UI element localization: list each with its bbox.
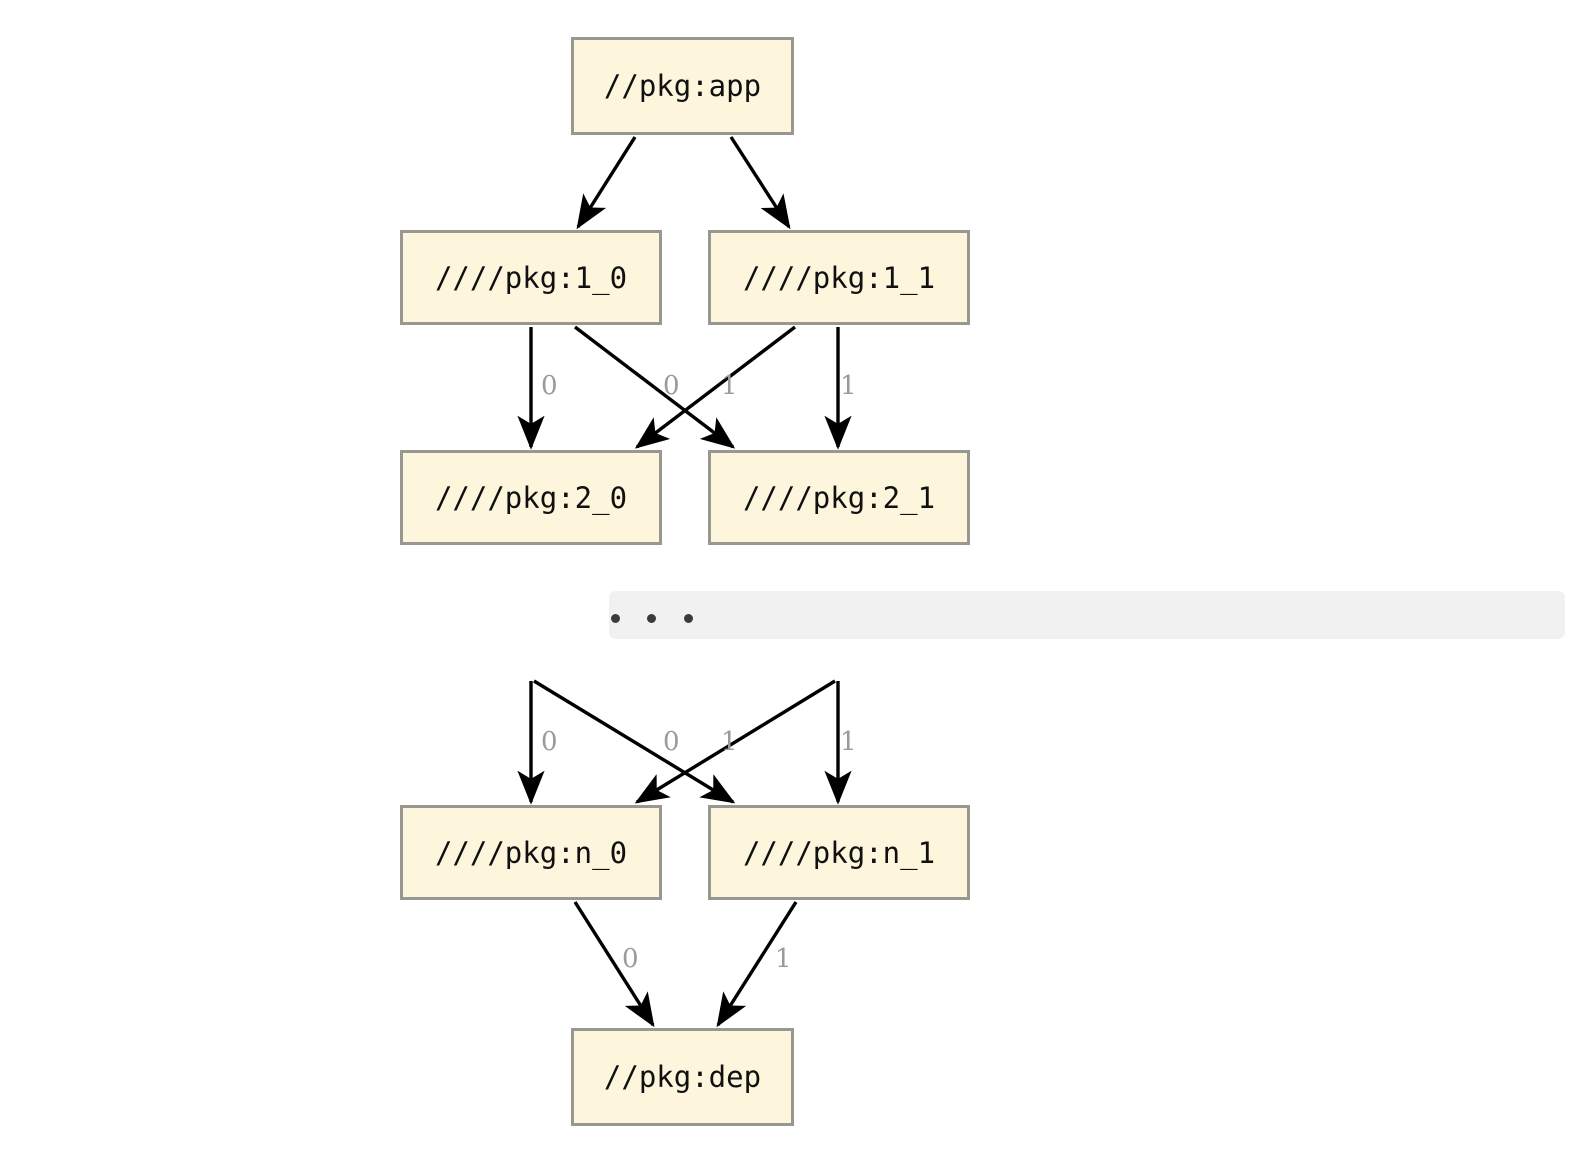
ellipsis-dot-3 bbox=[684, 614, 693, 623]
edge-1_1-to-2_0 bbox=[634, 325, 797, 449]
edge-dots-to-n_1 bbox=[533, 679, 736, 804]
node-label: //pkg:app bbox=[603, 69, 762, 103]
node-label: ////pkg:1_1 bbox=[742, 260, 936, 295]
node-label: ////pkg:2_1 bbox=[742, 480, 936, 515]
node-label: //pkg:dep bbox=[603, 1060, 762, 1094]
node-dep[interactable]: //pkg:dep bbox=[571, 1028, 794, 1126]
edge-label-dots-to-n_1: 0 bbox=[663, 727, 680, 757]
truncation-ellipsis-band bbox=[609, 591, 1565, 639]
edge-label-1_1-to-2_1: 1 bbox=[840, 371, 857, 401]
edge-app-to-1_1 bbox=[729, 136, 791, 230]
edge-n_0-to-dep bbox=[573, 901, 655, 1028]
node-l1_1[interactable]: ////pkg:1_1 bbox=[708, 230, 970, 325]
node-l2_0[interactable]: ////pkg:2_0 bbox=[400, 450, 662, 545]
edge-label-1_1-to-2_0: 1 bbox=[721, 371, 738, 401]
ellipsis-dot-1 bbox=[611, 614, 620, 623]
ellipsis-dot-2 bbox=[647, 614, 656, 623]
node-label: ////pkg:1_0 bbox=[434, 260, 628, 295]
edge-label-dots-to-n_0: 0 bbox=[541, 727, 558, 757]
edge-label-1_0-to-2_0: 0 bbox=[541, 371, 558, 401]
node-l2_1[interactable]: ////pkg:2_1 bbox=[708, 450, 970, 545]
node-ln_0[interactable]: ////pkg:n_0 bbox=[400, 805, 662, 900]
edge-app-to-1_0 bbox=[576, 136, 637, 230]
edge-label-dots2-to-n_0: 1 bbox=[721, 727, 738, 757]
node-ln_1[interactable]: ////pkg:n_1 bbox=[708, 805, 970, 900]
edge-1_0-to-2_1 bbox=[573, 325, 736, 449]
node-label: ////pkg:n_0 bbox=[434, 835, 628, 870]
edge-label-1_0-to-2_1: 0 bbox=[663, 371, 680, 401]
edge-label-n_0-to-dep: 0 bbox=[622, 944, 639, 974]
node-l1_0[interactable]: ////pkg:1_0 bbox=[400, 230, 662, 325]
node-label: ////pkg:2_0 bbox=[434, 480, 628, 515]
node-label: ////pkg:n_1 bbox=[742, 835, 936, 870]
node-app[interactable]: //pkg:app bbox=[571, 37, 794, 135]
edge-label-n_1-to-dep: 1 bbox=[775, 944, 792, 974]
edge-label-dots2-to-n_1: 1 bbox=[840, 727, 857, 757]
